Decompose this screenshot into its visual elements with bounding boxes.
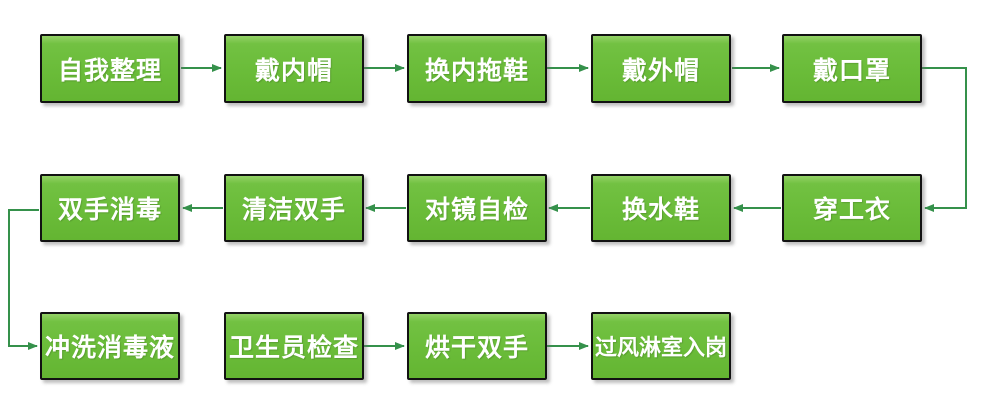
flow-step-mirror-self-check: 对镜自检: [407, 174, 547, 242]
flow-step-hand-disinfect: 双手消毒: [40, 174, 180, 242]
flow-step-wear-inner-cap: 戴内帽: [224, 34, 364, 103]
flow-step-dry-hands: 烘干双手: [407, 312, 547, 380]
flow-step-self-tidy: 自我整理: [40, 34, 180, 103]
flow-step-rinse-disinfectant: 冲洗消毒液: [40, 312, 180, 380]
flow-step-clean-hands: 清洁双手: [224, 174, 364, 242]
flow-step-wear-outer-cap: 戴外帽: [591, 34, 731, 103]
flow-step-change-water-boots: 换水鞋: [591, 174, 731, 242]
elbow-arrow-hand-disinfect-to-rinse: [8, 209, 39, 350]
flow-step-air-shower-entry: 过风淋室入岗: [591, 312, 731, 380]
flow-step-change-inner-slippers: 换内拖鞋: [407, 34, 547, 103]
flow-step-wear-mask: 戴口罩: [782, 34, 922, 103]
elbow-arrow-mask-to-work-clothes: [922, 67, 967, 212]
flow-step-sanitarian-inspection: 卫生员检查: [224, 312, 364, 380]
flow-step-wear-work-clothes: 穿工衣: [782, 174, 922, 242]
